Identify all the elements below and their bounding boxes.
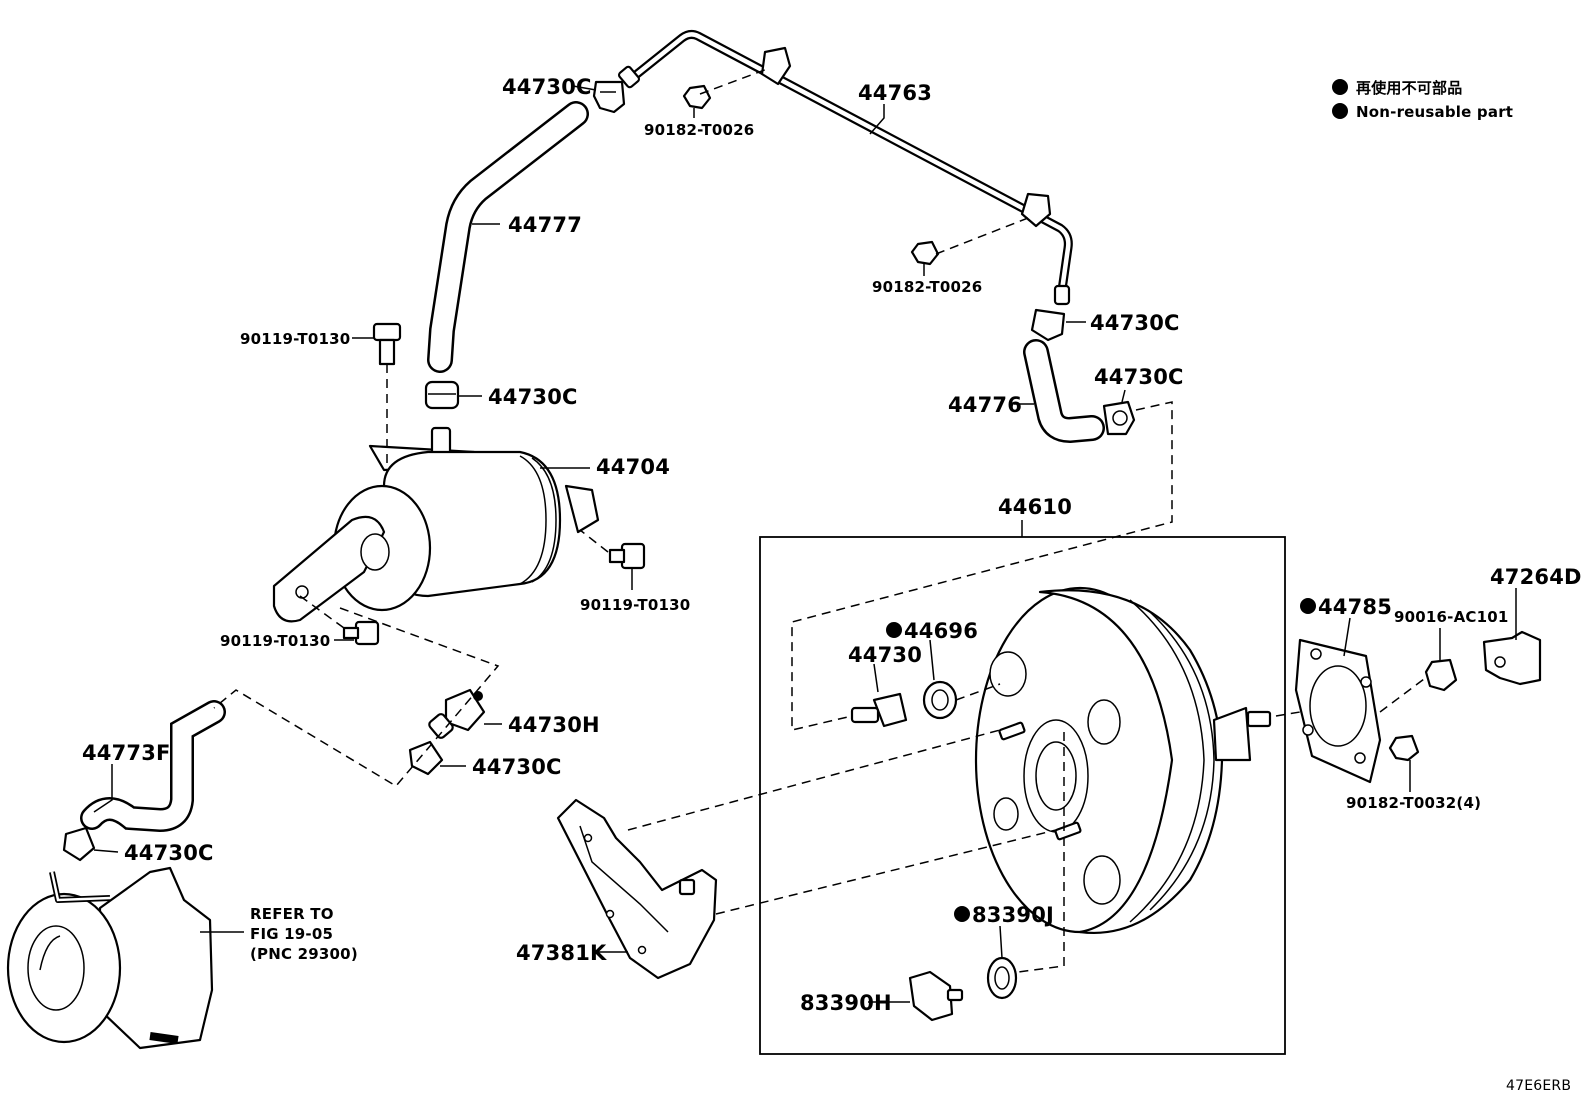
clamp-44730c-lower-left[interactable] xyxy=(62,826,96,862)
nut-90182-t0032[interactable] xyxy=(1388,734,1420,762)
bolt-90119-t0130-top[interactable] xyxy=(372,322,402,366)
non-reusable-dot-icon xyxy=(886,622,902,638)
legend-jp: 再使用不可部品 xyxy=(1356,79,1462,97)
legend: 再使用不可部品 Non-reusable part xyxy=(1332,79,1513,121)
seal-83390j[interactable] xyxy=(986,956,1018,1000)
label-90119-t0130-lower: 90119-T0130 xyxy=(220,632,330,650)
label-44610: 44610 xyxy=(998,495,1072,519)
gasket-44785[interactable] xyxy=(1294,638,1382,784)
label-44763: 44763 xyxy=(858,81,932,105)
legend-dot-icon xyxy=(1332,103,1348,119)
hose-44776[interactable] xyxy=(1023,339,1105,444)
legend-en: Non-reusable part xyxy=(1356,103,1513,121)
vacuum-pump-reference[interactable] xyxy=(6,866,214,1050)
label-refer-line3: (PNC 29300) xyxy=(250,945,358,963)
brake-booster-44610[interactable] xyxy=(974,586,1272,934)
figure-code: 47E6ERB xyxy=(1506,1078,1571,1094)
label-90119-t0130-top: 90119-T0130 xyxy=(240,330,350,348)
grommet-44696[interactable] xyxy=(922,680,958,720)
check-valve-44730h[interactable] xyxy=(428,688,486,739)
legend-dot-icon xyxy=(1332,79,1348,95)
clamp-44730c-right[interactable] xyxy=(1102,400,1136,436)
label-47381k: 47381K xyxy=(516,941,607,965)
clamp-44730c-upper-right[interactable] xyxy=(1030,308,1066,342)
non-reusable-dot-icon xyxy=(954,906,970,922)
label-44730c-right: 44730C xyxy=(1094,365,1184,389)
label-83390h: 83390H xyxy=(800,991,892,1015)
label-44730c-upper-right: 44730C xyxy=(1090,311,1180,335)
alignment-lines xyxy=(213,67,1429,973)
label-44730h: 44730H xyxy=(508,713,600,737)
label-44773f: 44773F xyxy=(82,741,171,765)
label-44785: 44785 xyxy=(1318,595,1392,619)
label-90119-t0130-right: 90119-T0130 xyxy=(580,596,690,614)
label-90016-ac101: 90016-AC101 xyxy=(1394,608,1509,626)
clamp-44730c-hose-bottom[interactable] xyxy=(424,380,460,410)
nut-90182-t0026-right[interactable] xyxy=(910,240,940,266)
label-83390j: 83390J xyxy=(972,903,1054,927)
hose-44773f[interactable] xyxy=(80,700,226,833)
nut-90182-t0026-top[interactable] xyxy=(682,84,712,110)
non-reusable-dot-icon xyxy=(1300,598,1316,614)
label-90182-t0026-right: 90182-T0026 xyxy=(872,278,982,296)
bracket-47381k[interactable] xyxy=(556,798,718,980)
label-44730c-hose-bottom: 44730C xyxy=(488,385,578,409)
label-refer-line1: REFER TO xyxy=(250,905,334,923)
bolt-90119-t0130-lower[interactable] xyxy=(342,620,380,646)
vacuum-pipe-44763[interactable] xyxy=(617,29,1073,306)
label-44696: 44696 xyxy=(904,619,978,643)
label-90182-t0032: 90182-T0032(4) xyxy=(1346,794,1481,812)
vacuum-tank-44704[interactable] xyxy=(272,426,600,623)
label-44730: 44730 xyxy=(848,643,922,667)
label-90182-t0026-top: 90182-T0026 xyxy=(644,121,754,139)
label-refer-line2: FIG 19-05 xyxy=(250,925,333,943)
label-44730c-top-left: 44730C xyxy=(502,75,592,99)
label-44777: 44777 xyxy=(508,213,582,237)
bolt-90119-t0130-right[interactable] xyxy=(608,542,646,570)
hose-44777[interactable] xyxy=(427,101,589,373)
label-44730c-lower-left: 44730C xyxy=(124,841,214,865)
label-44776: 44776 xyxy=(948,393,1022,417)
label-44730c-middle: 44730C xyxy=(472,755,562,779)
check-valve-44730[interactable] xyxy=(850,692,908,728)
nut-90016-ac101[interactable] xyxy=(1424,658,1458,692)
leader-lines xyxy=(93,85,1517,1003)
label-47264d: 47264D xyxy=(1490,565,1582,589)
label-44704: 44704 xyxy=(596,455,670,479)
sensor-83390h[interactable] xyxy=(908,970,964,1022)
clamp-44730c-top-left[interactable] xyxy=(592,80,626,114)
bracket-47264d[interactable] xyxy=(1482,630,1542,686)
clamp-44730c-middle[interactable] xyxy=(408,740,444,776)
part-labels: 44730C 90182-T0026 44763 44777 90182-T00… xyxy=(82,75,1582,1094)
